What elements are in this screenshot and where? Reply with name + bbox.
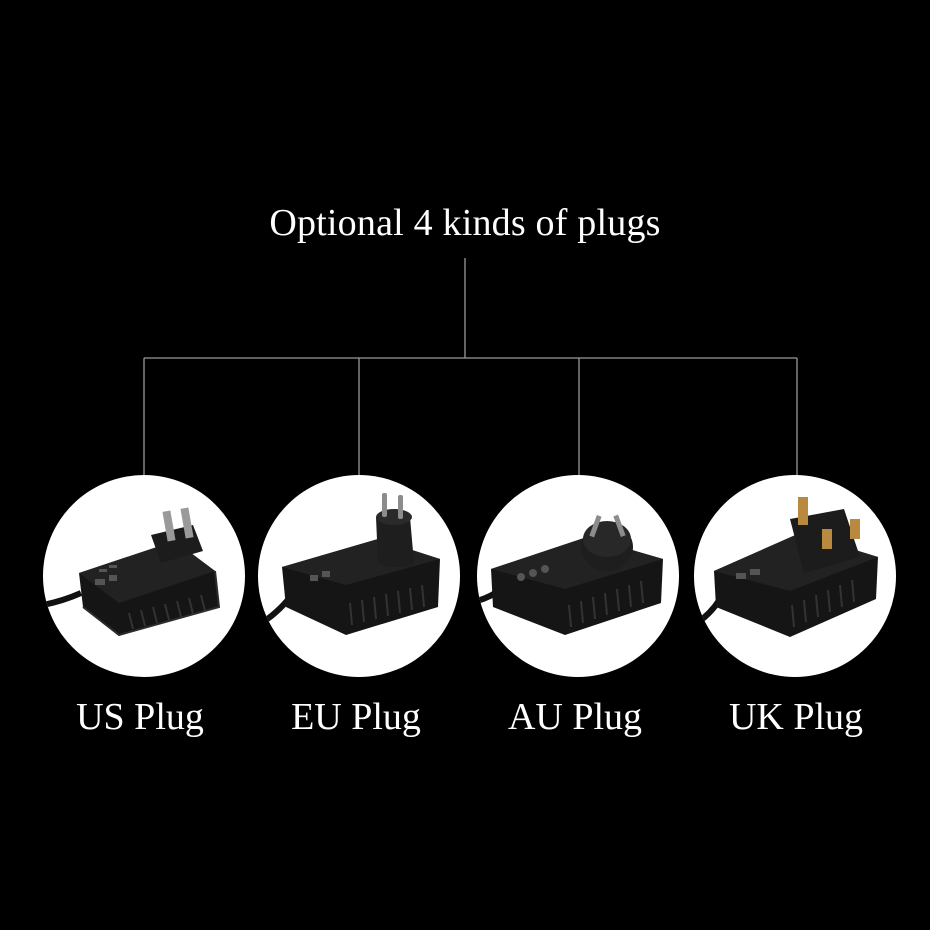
page-title: Optional 4 kinds of plugs <box>269 202 661 244</box>
uk-plug-label: UK Plug <box>728 696 864 738</box>
uk-plug-adapter-icon <box>694 497 878 637</box>
eu-plug-adapter-icon <box>258 493 440 635</box>
eu-plug-label: EU Plug <box>291 696 421 738</box>
us-plug-label: US Plug <box>76 696 204 738</box>
au-plug-label: AU Plug <box>507 696 643 738</box>
uk-plug-circle <box>694 475 896 677</box>
us-plug-circle <box>43 475 245 677</box>
au-plug-circle <box>477 475 679 677</box>
eu-plug-circle <box>258 475 460 677</box>
us-plug-adapter-icon <box>43 507 221 637</box>
au-plug-adapter-icon <box>477 514 663 635</box>
